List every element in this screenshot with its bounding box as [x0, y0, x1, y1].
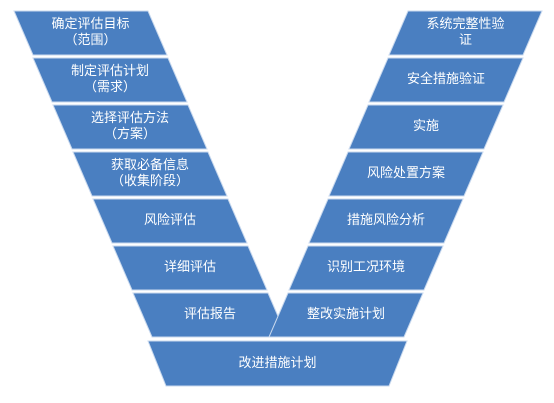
right-step-2-shape — [368, 57, 524, 103]
right-step-4-shape — [328, 151, 484, 197]
left-step-7-shape — [132, 292, 288, 338]
left-step-6: 详细评估 — [112, 245, 268, 291]
right-step-7-shape — [268, 292, 424, 338]
left-step-5: 风险评估 — [92, 198, 248, 244]
left-step-2: 制定评估计划 （需求） — [32, 57, 188, 103]
left-step-3: 选择评估方法 （方案） — [52, 104, 208, 150]
left-step-4-shape — [72, 151, 228, 197]
left-step-5-shape — [92, 198, 248, 244]
left-step-4: 获取必备信息 （收集阶段） — [72, 151, 228, 197]
left-step-2-shape — [32, 57, 188, 103]
bottom-step: 改进措施计划 — [147, 340, 408, 387]
right-step-3-shape — [348, 104, 504, 150]
left-step-1: 确定评估目标 （范围） — [13, 10, 168, 56]
right-step-5-shape — [308, 198, 464, 244]
bottom-step-shape — [147, 340, 408, 387]
left-step-6-shape — [112, 245, 268, 291]
right-step-3: 实施 — [348, 104, 504, 150]
right-step-1: 系统完整性验 证 — [388, 10, 543, 56]
right-step-4: 风险处置方案 — [328, 151, 484, 197]
left-step-3-shape — [52, 104, 208, 150]
left-step-7: 评估报告 — [132, 292, 288, 338]
right-step-6-shape — [288, 245, 444, 291]
right-step-5: 措施风险分析 — [308, 198, 464, 244]
right-step-7: 整改实施计划 — [268, 292, 424, 338]
right-step-6: 识别工况环境 — [288, 245, 444, 291]
right-step-1-shape — [388, 10, 543, 56]
left-step-1-shape — [13, 10, 168, 56]
right-step-2: 安全措施验证 — [368, 57, 524, 103]
